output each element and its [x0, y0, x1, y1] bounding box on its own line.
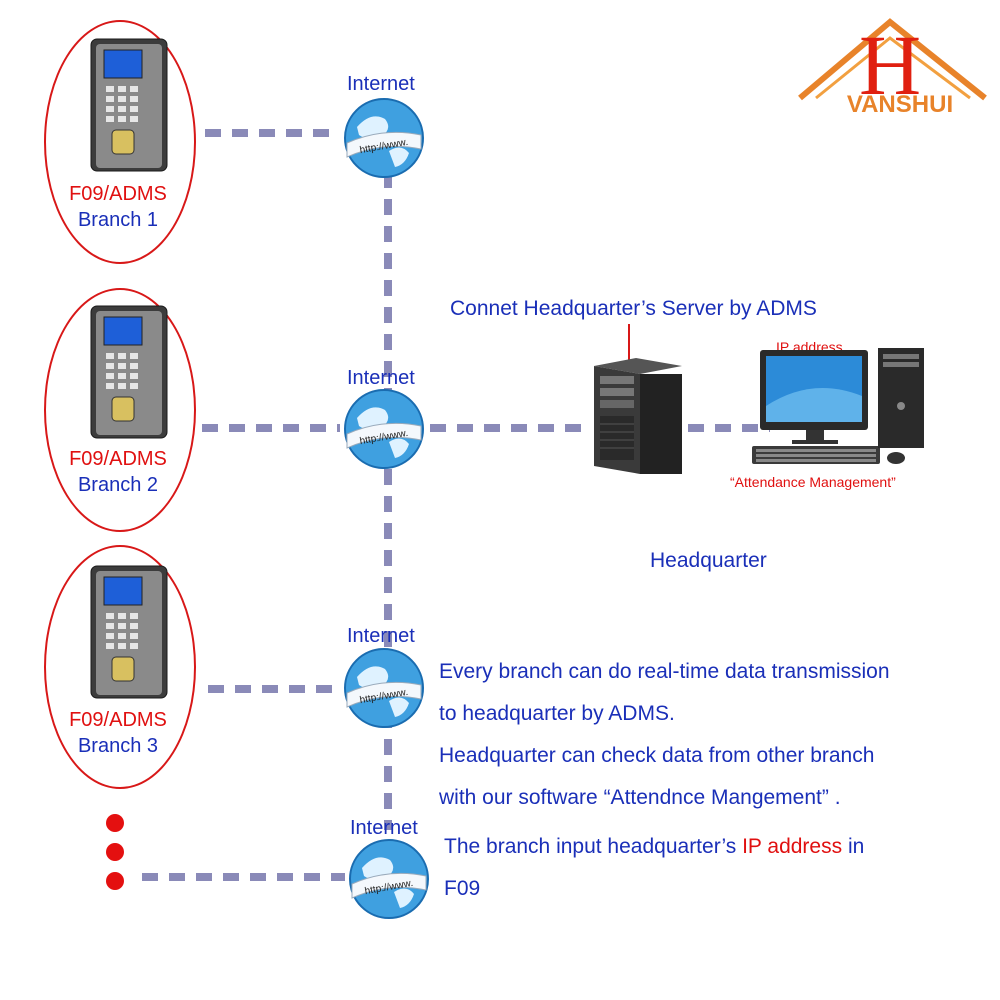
description-text: Every branch can do real-time data trans… — [439, 651, 890, 819]
ip-note-device: F09 — [444, 877, 481, 900]
server-icon — [594, 358, 682, 474]
internet-label: Internet — [350, 817, 418, 839]
description-line: Every branch can do real-time data trans… — [439, 660, 890, 683]
desktop-pc-icon — [752, 348, 924, 464]
internet-label: Internet — [347, 73, 415, 95]
ip-note-text-end: in — [842, 835, 865, 858]
internet-globe-icon: http://www. — [344, 389, 424, 469]
internet-label: Internet — [347, 367, 415, 389]
internet-label: Internet — [347, 625, 415, 647]
hq-connect-caption: Connet Headquarter’s Server by ADMS — [450, 297, 817, 320]
branch-name: Branch 1 — [77, 209, 159, 231]
branch-model: F09/ADMS — [69, 448, 167, 470]
branch-1-frame — [44, 20, 196, 264]
ip-note-text: The branch input headquarter’s — [444, 835, 743, 858]
f09-terminal-icon — [90, 305, 168, 439]
more-branches-dot — [106, 814, 124, 832]
headquarter-title: Headquarter — [650, 549, 767, 572]
branch-model: F09/ADMS — [69, 183, 167, 205]
logo-letter: H — [859, 17, 921, 113]
branch-2-label: F09/ADMS Branch 2 — [44, 446, 192, 498]
ip-note: The branch input headquarter’s IP addres… — [444, 826, 864, 910]
description-line: with our software “Attendnce Mangement” … — [439, 786, 841, 809]
branch-1-label: F09/ADMS Branch 1 — [44, 181, 192, 233]
vanshui-logo: H VANSHUI — [780, 0, 1000, 125]
internet-globe-icon: http://www. — [344, 98, 424, 178]
description-line: Headquarter can check data from other br… — [439, 744, 875, 767]
caption-pointer — [628, 324, 630, 360]
internet-globe-icon: http://www. — [349, 839, 429, 919]
branch-2-frame — [44, 288, 196, 532]
f09-terminal-icon — [90, 565, 168, 699]
more-branches-dot — [106, 843, 124, 861]
more-branches-dot — [106, 872, 124, 890]
f09-terminal-icon — [90, 38, 168, 172]
attendance-software-label: “Attendance Management” — [730, 474, 896, 490]
ip-note-highlight: IP address — [742, 835, 843, 858]
branch-3-label: F09/ADMS Branch 3 — [44, 707, 192, 759]
logo-text: VANSHUI — [847, 91, 953, 118]
branch-model: F09/ADMS — [69, 709, 167, 731]
description-line: to headquarter by ADMS. — [439, 702, 675, 725]
internet-globe-icon: http://www. — [344, 648, 424, 728]
branch-3-frame — [44, 545, 196, 789]
ip-note-line: The branch input headquarter’s IP addres… — [444, 826, 864, 868]
branch-name: Branch 3 — [77, 735, 159, 757]
branch-name: Branch 2 — [77, 474, 159, 496]
